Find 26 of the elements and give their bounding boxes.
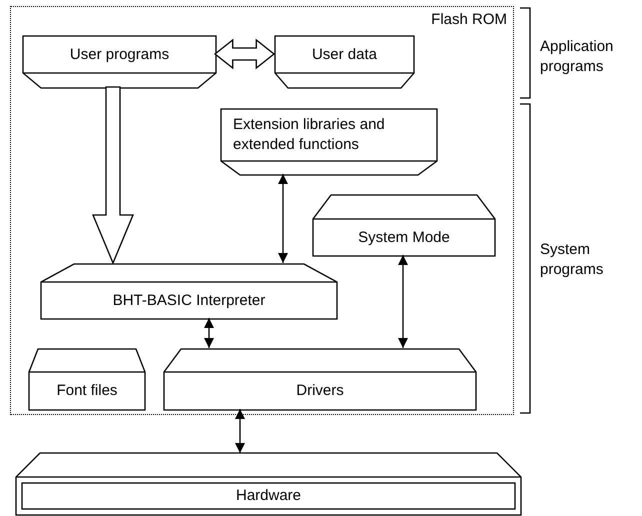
software-layer-box — [164, 349, 476, 410]
hollow-arrow — [214, 38, 276, 70]
arrow — [278, 174, 288, 263]
box-label: Drivers — [296, 381, 344, 401]
box-label: System Mode — [358, 228, 450, 248]
arrow — [398, 255, 408, 348]
box-label: Extension libraries and extended functions — [233, 115, 386, 155]
layer-label: Application programs — [540, 37, 614, 77]
software-layer-box — [313, 195, 495, 256]
box-label: Hardware — [236, 486, 302, 506]
arrow — [235, 409, 245, 453]
region-label: Flash ROM — [431, 11, 507, 29]
software-layer-box — [29, 349, 145, 410]
box-label: User programs — [70, 44, 170, 64]
software-layer-box — [275, 36, 414, 88]
arrow — [204, 318, 214, 348]
software-layer-box — [16, 453, 521, 515]
software-layer-box — [41, 264, 337, 319]
layer-label: System programs — [540, 240, 604, 280]
box-label: User data — [312, 44, 378, 64]
flash-rom-region — [10, 6, 514, 415]
hollow-arrow — [92, 86, 134, 265]
software-layer-box — [23, 36, 216, 88]
software-layer-box — [221, 109, 437, 175]
box-label: Font files — [56, 381, 118, 401]
box-label: BHT-BASIC Interpreter — [112, 290, 266, 310]
